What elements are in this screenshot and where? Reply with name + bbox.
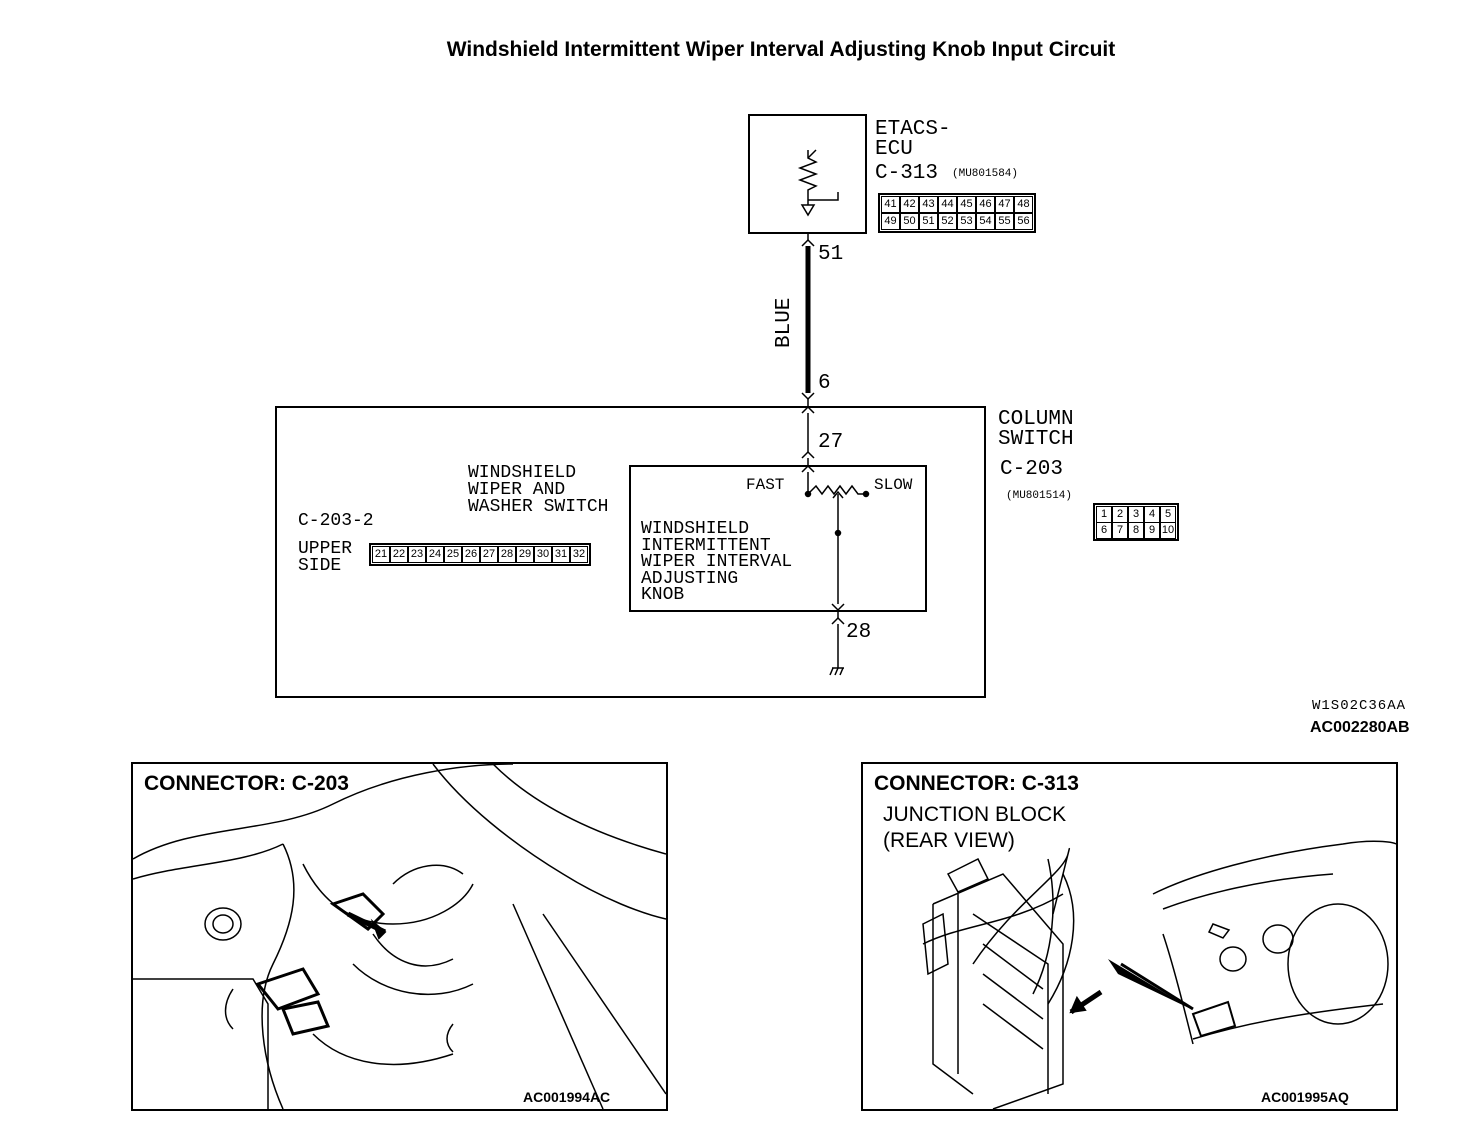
ecu-terminal: 51 [818,243,844,266]
knob-line5: KNOB [641,585,685,605]
column-switch-part-number: (MU801514) [1006,490,1073,502]
ground-icon [829,667,844,676]
terminal-in: 27 [818,431,844,454]
ecu-pin-53: 53 [957,213,976,230]
upper-side-pin-26: 26 [462,546,480,563]
column-switch-pin-4: 4 [1144,506,1160,523]
ground-path [831,603,845,668]
junction-block-illustration [922,840,1396,1109]
knob-line3: WIPER INTERVAL [641,552,793,572]
photo-connector-c203: CONNECTOR: C-203 AC001994AC [131,762,668,1111]
upper-side-pin-24: 24 [426,546,444,563]
wire-pin-top: 6 [818,372,831,395]
ecu-pin-46: 46 [976,196,995,213]
upper-side-pin-28: 28 [498,546,516,563]
ecu-pin-42: 42 [900,196,919,213]
variable-resistor-icon [804,484,870,604]
drawing-id: W1S02C36AA [1312,698,1407,714]
column-switch-pin-7: 7 [1112,522,1128,539]
ecu-pin-43: 43 [919,196,938,213]
photo-left-title: CONNECTOR: C-203 [144,772,349,795]
fast-label: FAST [746,476,785,494]
ecu-name: ETACS- ECU [875,118,951,161]
column-switch-box [275,406,986,698]
washer-switch-line1: WINDSHIELD [468,463,577,483]
column-switch-pin-1: 1 [1096,506,1112,523]
knob-line2: INTERMITTENT [641,535,771,556]
washer-switch-line3: WASHER SWITCH [468,497,609,517]
upper-side-pin-27: 27 [480,546,498,563]
column-switch-name: COLUMN SWITCH [998,408,1074,451]
column-switch-pin-8: 8 [1128,522,1144,539]
knob-line1: WINDSHIELD [641,519,750,539]
rear-view-label: (REAR VIEW) [883,829,1015,852]
photo-left-code: AC001994AC [523,1089,611,1105]
washer-switch-label: WINDSHIELD WIPER AND WASHER SWITCH [468,463,609,517]
ecu-pullup-resistor-icon [797,149,839,217]
ecu-pin-48: 48 [1014,196,1033,213]
upper-side-label: UPPER SIDE [298,539,353,576]
junction-block-label: JUNCTION BLOCK [883,803,1067,826]
knob-label: WINDSHIELD INTERMITTENT WIPER INTERVAL A… [641,519,793,605]
photo-connector-c313: CONNECTOR: C-313 JUNCTION BLOCK (REAR VI… [861,762,1398,1111]
upper-side-pin-25: 25 [444,546,462,563]
column-switch-pin-6: 6 [1096,522,1112,539]
column-switch-internal-wiring [801,413,815,494]
upper-side-pin-32: 32 [570,546,588,563]
wiring-schematic [275,114,986,698]
wire-color-label: BLUE [773,297,796,348]
ecu-pin-45: 45 [957,196,976,213]
ecu-part-number: (MU801584) [952,168,1019,180]
ecu-pin-56: 56 [1014,213,1033,230]
terminal-out: 28 [846,621,872,644]
column-switch-connector: C-203 [1000,458,1064,481]
figure-id: AC002280AB [1310,719,1410,736]
slow-label: SLOW [874,476,913,494]
column-switch-pin-3: 3 [1128,506,1144,523]
ecu-pin-44: 44 [938,196,957,213]
knob-line4: ADJUSTING [641,568,739,589]
blue-wire [801,233,815,414]
ecu-pin-50: 50 [900,213,919,230]
column-switch-pin-10: 10 [1160,522,1176,539]
upper-side-pin-29: 29 [516,546,534,563]
photo-right-title: CONNECTOR: C-313 [874,772,1079,795]
ecu-name-line2: ECU [875,138,913,161]
upper-side-line2: SIDE [298,556,342,576]
ecu-connector-label: C-313 [875,162,939,185]
knob-box [629,465,927,612]
ecu-pin-49: 49 [881,213,900,230]
upper-side-pin-30: 30 [534,546,552,563]
page-title: Windshield Intermittent Wiper Interval A… [446,38,1116,61]
sub-connector-label: C-203-2 [298,511,374,531]
photo-right-code: AC001995AQ [1261,1089,1349,1105]
upper-side-pin-22: 22 [390,546,408,563]
column-switch-name-line1: COLUMN [998,408,1074,431]
upper-side-pin-31: 31 [552,546,570,563]
column-switch-pin-2: 2 [1112,506,1128,523]
ecu-name-line1: ETACS- [875,118,951,141]
ecu-pin-47: 47 [995,196,1014,213]
washer-switch-line2: WIPER AND [468,480,566,500]
column-switch-name-line2: SWITCH [998,428,1074,451]
column-switch-pin-9: 9 [1144,522,1160,539]
upper-side-pin-21: 21 [372,546,390,563]
ecu-pin-51: 51 [919,213,938,230]
ecu-pin-52: 52 [938,213,957,230]
steering-column-illustration [133,764,666,1109]
ecu-pin-41: 41 [881,196,900,213]
ecu-pin-54: 54 [976,213,995,230]
column-switch-pin-5: 5 [1160,506,1176,523]
upper-side-pin-23: 23 [408,546,426,563]
ecu-pin-55: 55 [995,213,1014,230]
upper-side-line1: UPPER [298,539,353,559]
